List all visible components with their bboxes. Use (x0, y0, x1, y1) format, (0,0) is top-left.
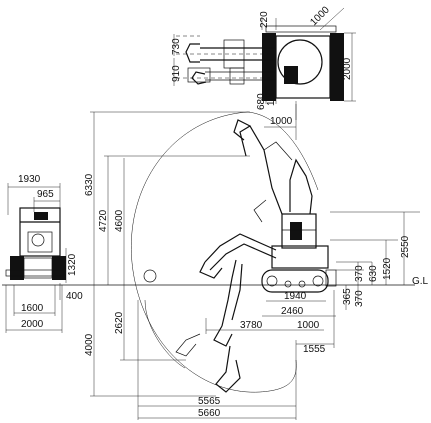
front-cab (19, 207, 61, 257)
left-track (262, 33, 276, 101)
side-dim-2550: 2550 (400, 235, 411, 258)
side-dim-5565: 5565 (198, 396, 221, 407)
top-view: 220 1000 730 910 2000 680 100 (171, 4, 356, 120)
front-view: 1930 965 1320 400 1600 2000 (5, 174, 83, 333)
top-dim-1000: 1000 (308, 4, 332, 28)
cab-circle (277, 39, 323, 85)
front-dim-2000: 2000 (21, 319, 44, 330)
top-dim-910: 910 (171, 65, 182, 82)
side-dim-370-a: 370 (354, 265, 365, 282)
top-dim-2000: 2000 (342, 57, 353, 80)
side-dim-1000-bottom: 1000 (297, 320, 320, 331)
side-track (261, 269, 329, 293)
top-dim-680: 680 (256, 93, 267, 110)
ground-label: G.L (412, 276, 429, 287)
side-dim-1940: 1940 (284, 291, 307, 302)
side-upper-structure (271, 245, 329, 269)
top-dim-220: 220 (259, 11, 270, 28)
side-dim-3780: 3780 (240, 320, 263, 331)
front-track-left (10, 256, 24, 280)
upper-body-outline (275, 35, 331, 99)
front-dim-1600: 1600 (21, 303, 44, 314)
side-dim-370-b: 370 (354, 290, 365, 307)
side-dim-630: 630 (368, 265, 379, 282)
front-dim-1930: 1930 (18, 174, 41, 185)
side-view: 6330 4000 4720 4600 2620 1000 1940 2460 … (84, 104, 420, 420)
side-dim-4600: 4600 (114, 209, 125, 232)
side-dim-1555: 1555 (303, 344, 326, 355)
side-dim-5660: 5660 (198, 408, 221, 419)
cab-seat (284, 66, 298, 84)
side-dim-1520: 1520 (382, 257, 393, 280)
side-dim-2460: 2460 (281, 306, 304, 317)
front-dim-1320: 1320 (67, 253, 78, 276)
front-dim-965: 965 (37, 189, 54, 200)
side-dim-6330: 6330 (84, 173, 95, 196)
top-dim-100: 100 (266, 89, 277, 106)
top-blade (265, 25, 337, 33)
side-cab (281, 213, 317, 249)
right-track (330, 33, 344, 101)
side-dim-4720: 4720 (98, 209, 109, 232)
front-dim-400: 400 (66, 291, 83, 302)
side-dim-1000-top: 1000 (270, 116, 293, 127)
front-track-right (52, 256, 66, 280)
side-dim-365: 365 (342, 288, 353, 305)
top-dim-730: 730 (171, 38, 182, 55)
side-dim-4000: 4000 (84, 333, 95, 356)
side-dim-2620: 2620 (114, 311, 125, 334)
